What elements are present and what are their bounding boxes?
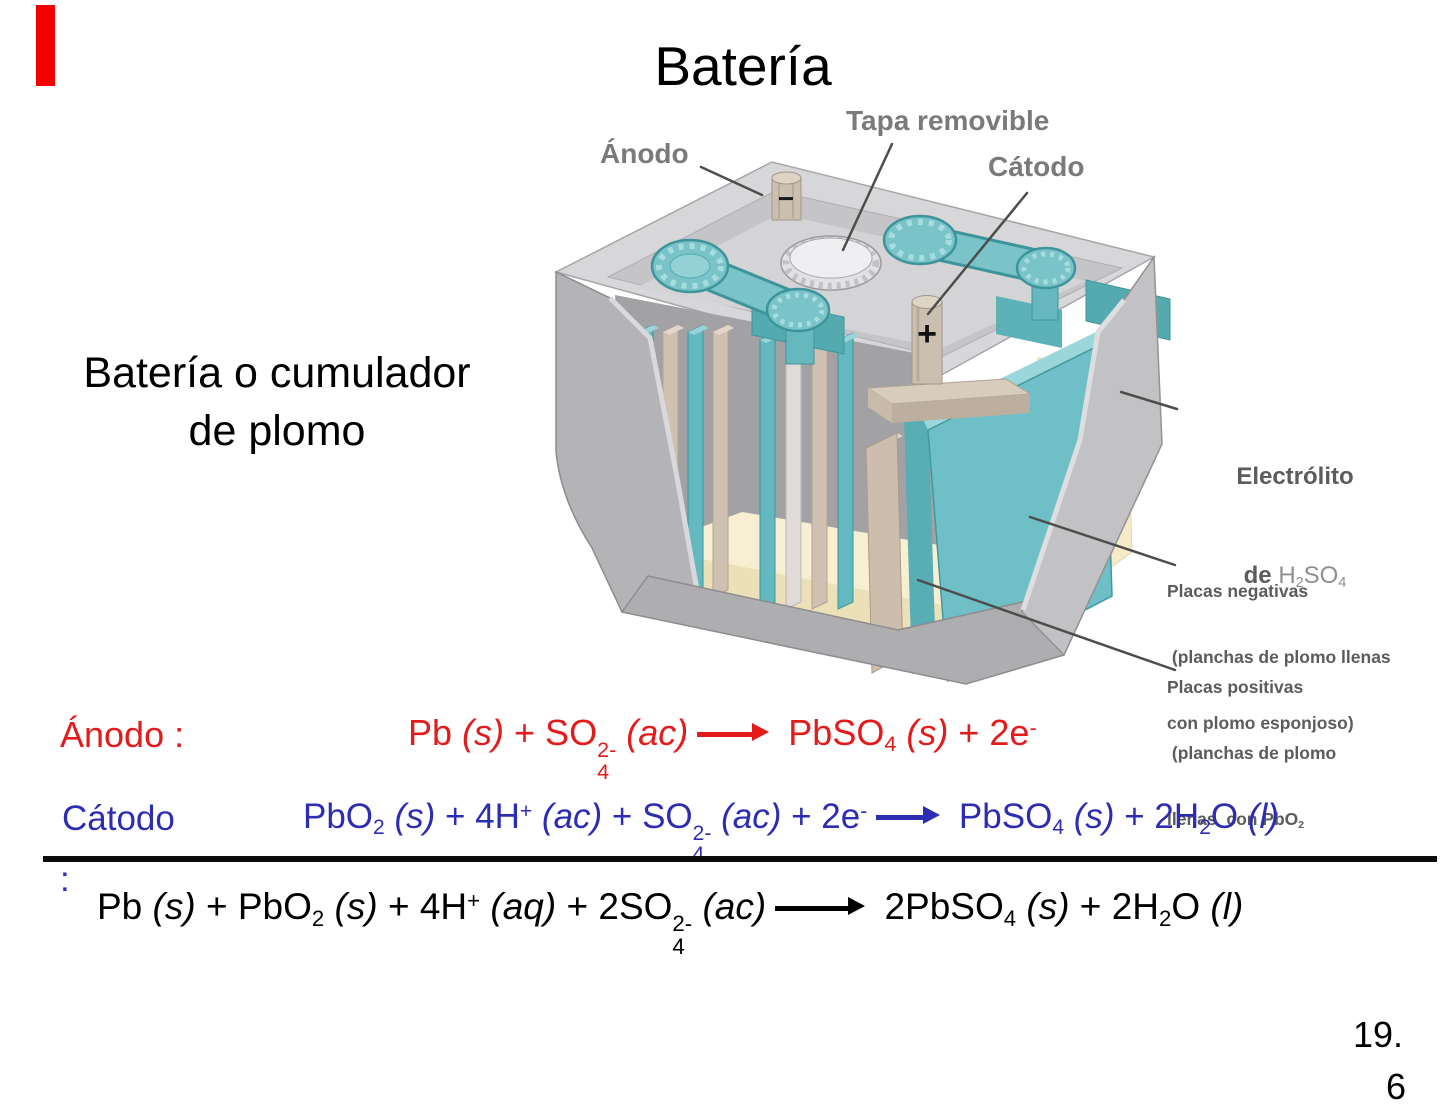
red-accent-bar — [36, 5, 55, 86]
plus-symbol: + — [917, 315, 937, 353]
anode-equation-label: Ánodo : — [60, 714, 185, 755]
cathode-label: Cátodo — [988, 151, 1085, 182]
page-number: 19. — [1353, 1014, 1404, 1055]
minus-symbol: − — [778, 183, 794, 214]
positive-terminal-bracket — [866, 378, 1032, 423]
sum-divider-line — [43, 856, 1437, 862]
left-heading-line1: Batería o cumulador — [83, 349, 471, 397]
electrolyte-formula: H2SO4 — [1278, 562, 1347, 592]
battery-case — [555, 254, 1163, 685]
anode-label: Ánodo — [600, 138, 689, 169]
positive-terminal: + — [911, 295, 943, 385]
positive-plates-label: Placas positivas (planchas de plomo llen… — [1167, 632, 1336, 852]
cap-label: Tapa removible — [846, 105, 1050, 136]
negative-plates-line3: con plomo esponjoso) — [1167, 713, 1354, 733]
negative-plates-label: Placas negativas (planchas de plomo llen… — [1167, 536, 1391, 756]
slide: { "slide": { "title": "Batería", "headin… — [36, 5, 1437, 1107]
left-heading-line2: de plomo — [188, 407, 366, 455]
cathode-equation-label: Cátodo — [62, 799, 175, 838]
negative-terminal: − — [771, 171, 802, 221]
cathode-label-wrapped-colon: : — [60, 860, 70, 899]
electrolyte-label-line1: Electrólito — [1236, 463, 1354, 490]
bus-bar-right — [882, 214, 1077, 290]
electrolyte-de: de — [1243, 562, 1279, 589]
leader-electrolyte — [1119, 390, 1179, 411]
leader-positive-plates — [916, 578, 1177, 672]
leader-cathode — [926, 191, 1029, 316]
leader-anode — [699, 165, 764, 197]
positive-plates-line2: (planchas de plomo — [1167, 743, 1337, 763]
leader-lines — [699, 142, 1179, 672]
leader-cap — [841, 142, 894, 252]
negative-plates-line1: Placas negativas — [1167, 581, 1309, 601]
bus-bar-left — [650, 238, 831, 333]
leader-negative-plates — [1028, 515, 1177, 567]
positive-plates-line1: Placas positivas — [1167, 677, 1304, 697]
electrolyte-label-line2: de H2SO4 — [1215, 559, 1375, 592]
negative-plates-line2: (planchas de plomo llenas — [1167, 647, 1391, 667]
positive-plates-line3: llenas con PbO2 — [1167, 809, 1305, 832]
left-heading: Batería o cumulador de plomo — [38, 344, 516, 460]
battery-illustration: + − — [553, 142, 1179, 685]
page-title: Batería — [654, 35, 832, 97]
page-number-overflow: 6 — [1386, 1066, 1407, 1107]
electrolyte-label: Electrólito de H2SO4 — [1215, 394, 1375, 625]
removable-cap — [780, 235, 882, 291]
